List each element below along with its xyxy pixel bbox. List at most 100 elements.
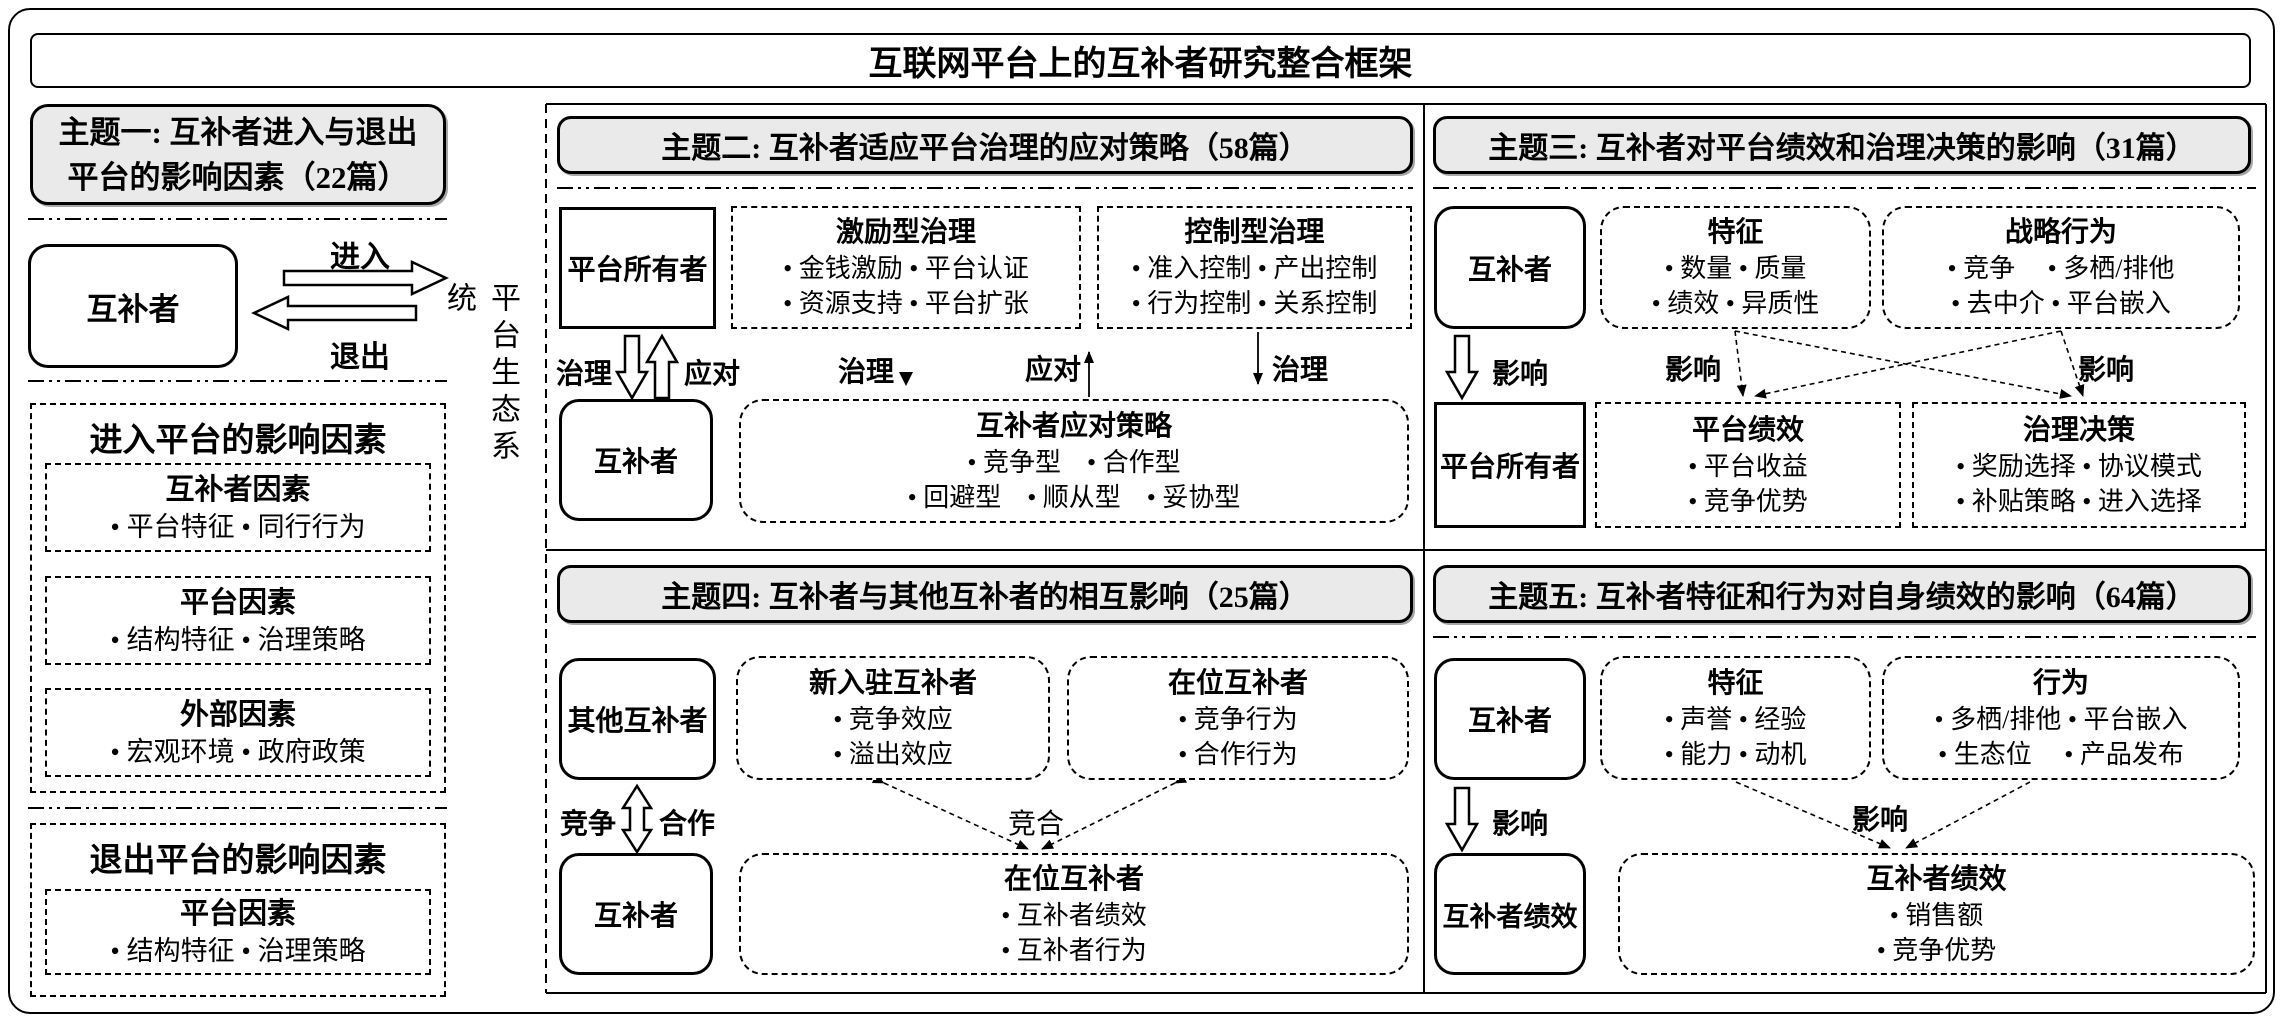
card-title: 行为: [2032, 667, 2089, 699]
theme2-govern-label: 治理: [555, 359, 612, 390]
theme2-response-strategy-box: 互补者应对策略 • 竞争型 • 合作型 • 回避型 • 顺从型 • 妥协型: [739, 399, 1409, 523]
theme3-platform-owner-box: 平台所有者: [1434, 402, 1586, 528]
exit-label: 退出: [330, 341, 390, 374]
theme5-complementor-box: 互补者: [1434, 658, 1586, 780]
theme1-enter-section-title: 进入平台的影响因素: [89, 423, 387, 459]
card-line: • 资源支持 • 平台扩张: [783, 289, 1029, 318]
card-line: • 竞争优势: [1876, 935, 1997, 965]
card-line: • 溢出效应: [833, 739, 953, 769]
group-bullets: • 宏观环境 • 政府政策: [110, 736, 366, 767]
card-line: • 能力 • 动机: [1664, 739, 1807, 769]
platform-ecosystem-label: 平台生态系统: [442, 282, 519, 467]
theme1-complementor-box: 互补者: [28, 244, 238, 368]
theme3-impact-label-right: 影响: [2077, 355, 2134, 386]
theme3-header: 主题三: 互补者对平台绩效和治理决策的影响（31篇）: [1433, 116, 2251, 174]
card-line: • 声誉 • 经验: [1664, 704, 1807, 734]
card-title: 激励型治理: [835, 217, 976, 248]
theme2-incentive-governance-box: 激励型治理 • 金钱激励 • 平台认证 • 资源支持 • 平台扩张: [731, 206, 1081, 329]
group-bullets: • 结构特征 • 治理策略: [110, 936, 366, 966]
card-title: 在位互补者: [1003, 863, 1144, 895]
figure-border: [8, 8, 2275, 1014]
card-line: • 行为控制 • 关系控制: [1131, 289, 1378, 318]
page-title: 互联网平台上的互补者研究整合框架: [30, 33, 2251, 88]
theme5-traits-box: 特征 • 声誉 • 经验 • 能力 • 动机: [1600, 656, 1871, 780]
theme4-other-complementors-box: 其他互补者: [559, 658, 716, 780]
theme3-impact-label-left: 影响: [1491, 359, 1548, 390]
card-line: • 互补者行为: [1001, 935, 1147, 965]
card-line: • 平台收益: [1688, 451, 1808, 481]
card-title: 治理决策: [2022, 414, 2135, 446]
card-title: 战略行为: [2004, 217, 2117, 248]
card-title: 特征: [1707, 217, 1764, 248]
theme3-traits-box: 特征 • 数量 • 质量 • 绩效 • 异质性: [1600, 206, 1871, 329]
theme2-right-govern-label: 治理: [1271, 355, 1328, 386]
theme5-performance-result-box: 互补者绩效 • 销售额 • 竞争优势: [1618, 853, 2255, 975]
theme3-impact-label-mid: 影响: [1664, 355, 1721, 386]
theme4-header: 主题四: 互补者与其他互补者的相互影响（25篇）: [557, 565, 1413, 623]
theme1-exit-section: 退出平台的影响因素 平台因素 • 结构特征 • 治理策略: [30, 823, 446, 997]
theme4-incumbent-result-box: 在位互补者 • 互补者绩效 • 互补者行为: [739, 853, 1409, 975]
card-line: • 竞争型 • 合作型: [967, 447, 1181, 477]
theme1-header-line2: 平台的影响因素（22篇）: [67, 159, 409, 195]
group-title: 外部因素: [179, 698, 296, 731]
theme4-new-entrant-box: 新入驻互补者 • 竞争效应 • 溢出效应: [736, 656, 1050, 780]
theme4-cooperate-label: 合作: [658, 809, 715, 840]
card-title: 控制型治理: [1184, 217, 1325, 248]
card-line: • 生态位 • 产品发布: [1938, 739, 2184, 769]
card-line: • 数量 • 质量: [1664, 254, 1807, 283]
card-title: 在位互补者: [1167, 667, 1308, 699]
theme1-header: 主题一: 互补者进入与退出 平台的影响因素（22篇）: [30, 104, 446, 205]
theme4-complementor-box: 互补者: [559, 853, 713, 975]
theme5-impact-label-left: 影响: [1491, 809, 1548, 840]
theme2-platform-owner-box: 平台所有者: [559, 207, 716, 329]
theme5-complementor-performance-box: 互补者绩效: [1434, 853, 1586, 975]
group-bullets: • 平台特征 • 同行行为: [110, 511, 366, 542]
card-line: • 去中介 • 平台嵌入: [1951, 289, 2171, 318]
theme2-mid-govern-label: 治理: [837, 357, 894, 388]
card-line: • 金钱激励 • 平台认证: [783, 254, 1029, 283]
theme4-coopetition-label: 竞合: [1007, 809, 1064, 840]
card-line: • 竞争效应: [833, 704, 953, 734]
card-line: • 多栖/排他 • 平台嵌入: [1934, 704, 2188, 734]
card-title: 互补者绩效: [1866, 863, 2007, 895]
theme2-complementor-box: 互补者: [559, 399, 713, 521]
group-title: 平台因素: [179, 586, 296, 619]
card-line: • 竞争行为: [1178, 704, 1298, 734]
theme1-header-line1: 主题一: 互补者进入与退出: [58, 114, 418, 150]
card-line: • 奖励选择 • 协议模式: [1956, 451, 2202, 481]
theme3-platform-performance-box: 平台绩效 • 平台收益 • 竞争优势: [1595, 402, 1901, 528]
theme2-mid-respond-label: 应对: [1024, 355, 1081, 386]
theme3-governance-decision-box: 治理决策 • 奖励选择 • 协议模式 • 补贴策略 • 进入选择: [1912, 402, 2246, 528]
card-line: • 准入控制 • 产出控制: [1131, 254, 1378, 283]
enter-label: 进入: [330, 241, 390, 274]
theme1-enter-section: 进入平台的影响因素 互补者因素 • 平台特征 • 同行行为 平台因素 • 结构特…: [30, 403, 446, 793]
theme5-header: 主题五: 互补者特征和行为对自身绩效的影响（64篇）: [1433, 565, 2251, 623]
card-line: • 销售额: [1889, 900, 1984, 930]
card-title: 互补者应对策略: [975, 410, 1172, 442]
theme2-control-governance-box: 控制型治理 • 准入控制 • 产出控制 • 行为控制 • 关系控制: [1097, 206, 1412, 329]
theme1-exit-section-title: 退出平台的影响因素: [89, 843, 387, 879]
card-line: • 回避型 • 顺从型 • 妥协型: [907, 482, 1241, 512]
group-title: 互补者因素: [165, 473, 311, 506]
theme1-enter-group-platform: 平台因素 • 结构特征 • 治理策略: [45, 576, 431, 665]
card-line: • 补贴策略 • 进入选择: [1956, 486, 2202, 516]
theme1-enter-group-complementor: 互补者因素 • 平台特征 • 同行行为: [45, 463, 431, 552]
theme3-complementor-box: 互补者: [1434, 206, 1586, 329]
theme4-compete-label: 竞争: [559, 809, 616, 840]
group-bullets: • 结构特征 • 治理策略: [110, 624, 366, 655]
theme2-respond-label: 应对: [683, 359, 740, 390]
card-line: • 绩效 • 异质性: [1651, 289, 1820, 318]
group-title: 平台因素: [179, 898, 296, 930]
theme1-enter-group-external: 外部因素 • 宏观环境 • 政府政策: [45, 688, 431, 777]
theme5-behavior-box: 行为 • 多栖/排他 • 平台嵌入 • 生态位 • 产品发布: [1882, 656, 2240, 780]
theme4-incumbent-box: 在位互补者 • 竞争行为 • 合作行为: [1067, 656, 1409, 780]
card-line: • 竞争优势: [1688, 486, 1808, 516]
theme3-strategic-behavior-box: 战略行为 • 竞争 • 多栖/排他 • 去中介 • 平台嵌入: [1882, 206, 2240, 329]
theme5-impact-label-mid: 影响: [1851, 805, 1908, 836]
theme2-header: 主题二: 互补者适应平台治理的应对策略（58篇）: [557, 116, 1413, 174]
theme1-exit-group-platform: 平台因素 • 结构特征 • 治理策略: [45, 889, 431, 975]
card-title: 特征: [1707, 667, 1764, 699]
card-line: • 合作行为: [1178, 739, 1298, 769]
card-line: • 互补者绩效: [1001, 900, 1147, 930]
